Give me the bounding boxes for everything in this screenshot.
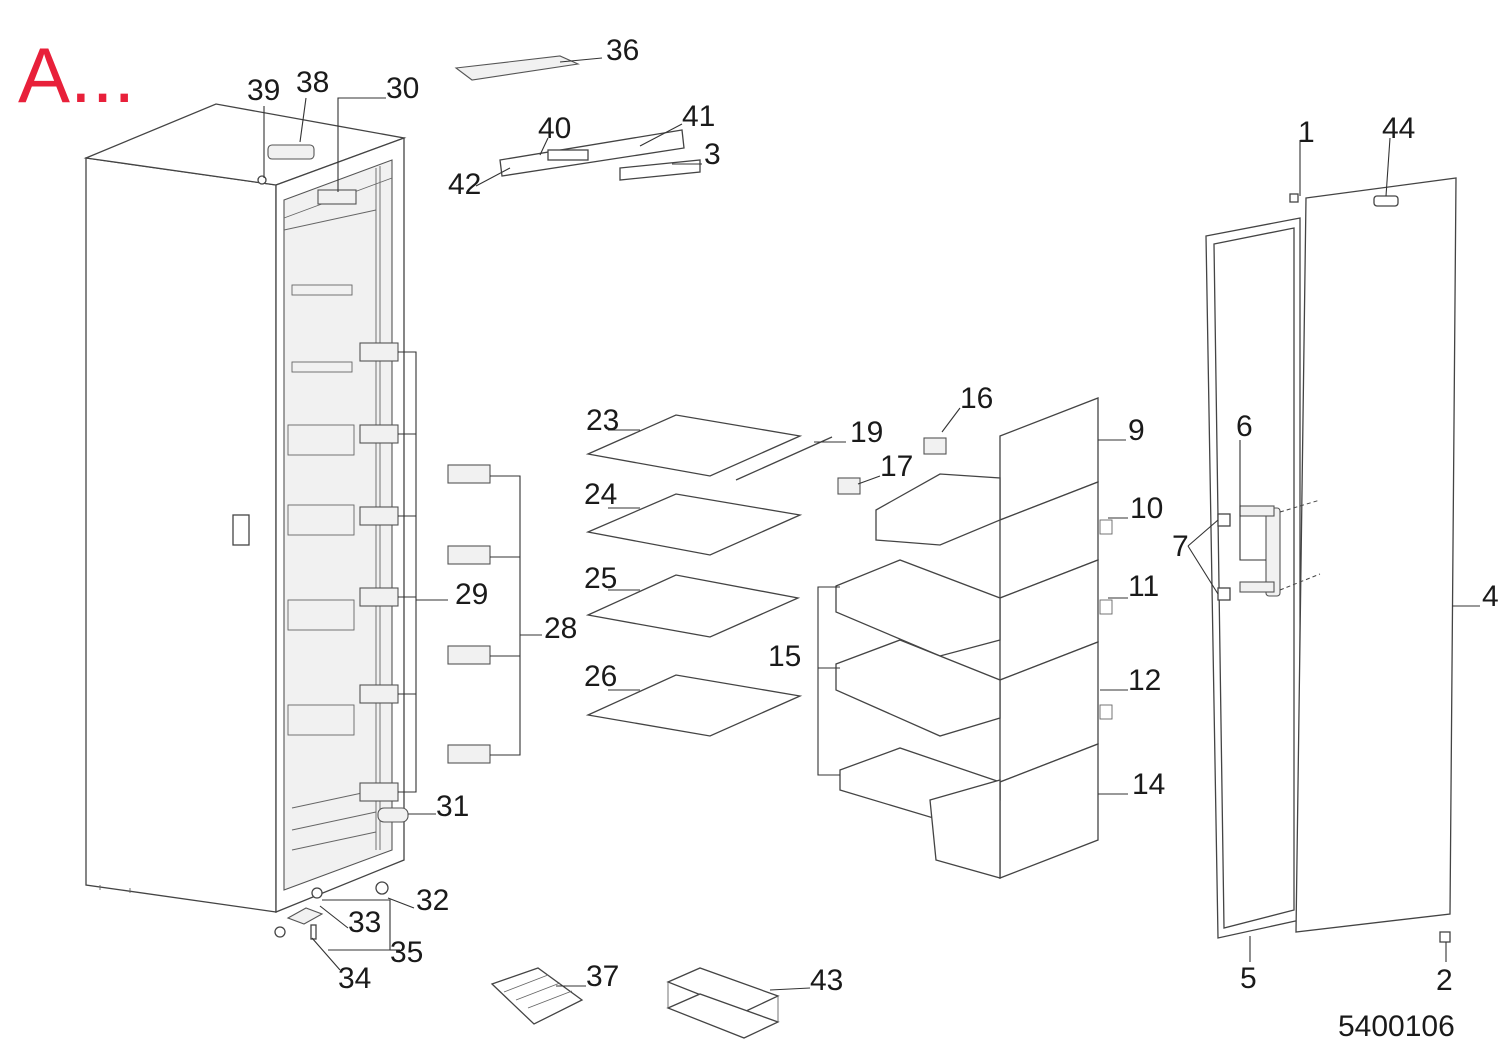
callout-12: 12 <box>1128 664 1161 697</box>
top-control-parts <box>454 55 701 181</box>
callout-37: 37 <box>586 960 619 993</box>
callout-41: 41 <box>682 100 715 133</box>
callout-15: 15 <box>768 640 801 673</box>
callout-26: 26 <box>584 660 617 693</box>
callout-33: 33 <box>348 906 381 939</box>
callout-44: 44 <box>1382 112 1415 145</box>
callout-1: 1 <box>1298 116 1315 149</box>
callout-11: 11 <box>1128 570 1159 603</box>
callout-2: 2 <box>1436 964 1453 997</box>
callout-28: 28 <box>544 612 577 645</box>
callout-31: 31 <box>436 790 469 823</box>
callout-9: 9 <box>1128 414 1145 447</box>
callout-14: 14 <box>1132 768 1165 801</box>
bottom-hinge-parts <box>274 881 389 940</box>
callout-17: 17 <box>880 450 913 483</box>
callout-42: 42 <box>448 168 481 201</box>
glass-shelves <box>585 414 833 737</box>
cabinet-body <box>83 103 409 913</box>
leader-lines <box>263 57 1480 991</box>
bottle-rack <box>666 967 780 1039</box>
door-assembly <box>1205 177 1457 943</box>
callout-16: 16 <box>960 382 993 415</box>
callout-29: 29 <box>455 578 488 611</box>
callout-25: 25 <box>584 562 617 595</box>
callout-43: 43 <box>810 964 843 997</box>
callout-5: 5 <box>1240 962 1257 995</box>
drawers <box>835 397 1113 879</box>
document-number: 5400106 <box>1338 1010 1455 1043</box>
section-label: A... <box>18 31 135 119</box>
callout-36: 36 <box>606 34 639 67</box>
callout-3: 3 <box>704 138 721 171</box>
callout-40: 40 <box>538 112 571 145</box>
callout-24: 24 <box>584 478 617 511</box>
callout-39: 39 <box>247 74 280 107</box>
callout-4: 4 <box>1482 580 1499 613</box>
callout-23: 23 <box>586 404 619 437</box>
callout-35: 35 <box>390 936 423 969</box>
callout-10: 10 <box>1130 492 1163 525</box>
callout-38: 38 <box>296 66 329 99</box>
shelf-clips <box>447 464 491 764</box>
callout-30: 30 <box>386 72 419 105</box>
callout-6: 6 <box>1236 410 1253 443</box>
callout-19: 19 <box>850 416 883 449</box>
callout-32: 32 <box>416 884 449 917</box>
callout-7: 7 <box>1172 530 1189 563</box>
ice-tray <box>490 967 584 1025</box>
callout-34: 34 <box>338 962 371 995</box>
callout-labels: 36 40 41 3 42 39 38 30 29 28 31 32 33 35… <box>247 34 1499 997</box>
